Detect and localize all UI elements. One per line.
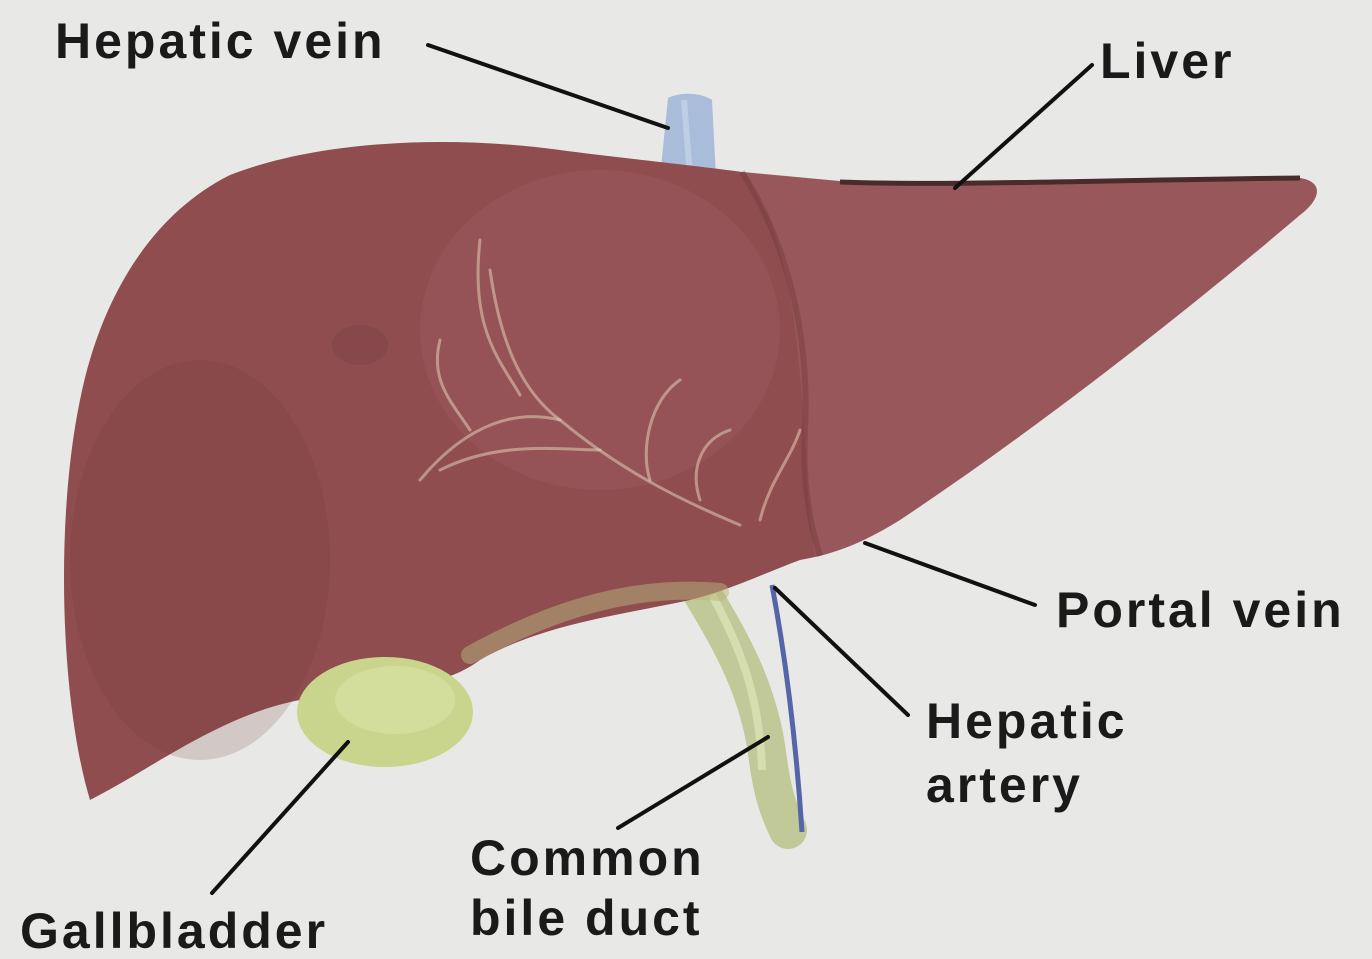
gallbladder	[297, 657, 473, 767]
liver-leader	[955, 65, 1092, 188]
common-bile-duct-label-line2: bile duct	[470, 890, 703, 946]
hepatic-vein-leader	[428, 45, 668, 128]
hepatic-vein-label: Hepatic vein	[55, 13, 386, 69]
bile-duct-shape	[700, 590, 788, 830]
liver-label: Liver	[1100, 33, 1235, 89]
common-bile-duct-label-line1: Common	[470, 830, 705, 886]
portal-vein-leader	[865, 543, 1035, 605]
hepatic-artery-leader	[775, 588, 908, 715]
liver-mid-highlight	[420, 170, 780, 490]
liver-surface-spot	[332, 325, 388, 365]
portal-vein-label: Portal vein	[1056, 582, 1345, 638]
liver-right-lobe	[745, 172, 1317, 555]
bile-duct-bundle	[700, 585, 802, 832]
gallbladder-label: Gallbladder	[20, 903, 328, 959]
hepatic-artery-label-line2: artery	[926, 757, 1083, 813]
gallbladder-highlight	[335, 666, 455, 734]
liver-left-shadow	[70, 360, 330, 760]
hepatic-artery-label-line1: Hepatic	[926, 693, 1128, 749]
gallbladder-leader	[212, 742, 348, 893]
common-bile-duct-leader	[618, 737, 768, 828]
